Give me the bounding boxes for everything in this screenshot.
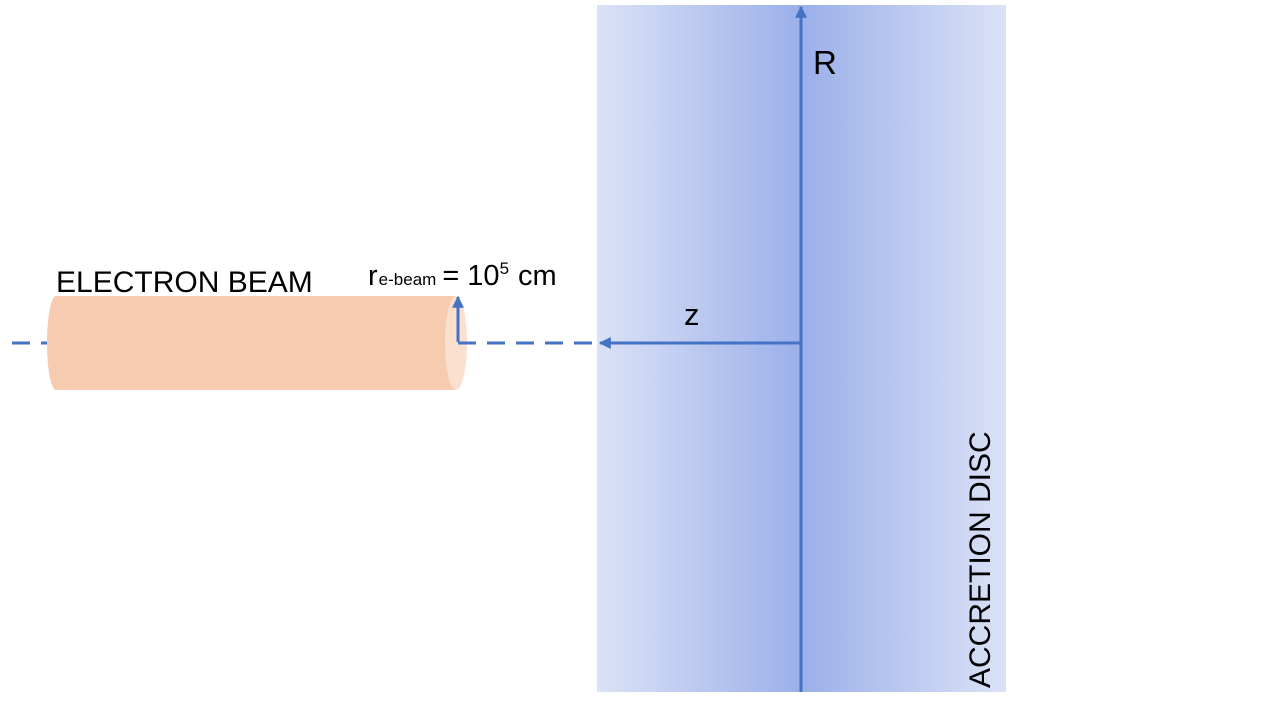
accretion-disc-label: ACCRETION DISC <box>964 431 997 688</box>
radius-equals: = 10 <box>442 260 499 292</box>
electron-beam-cylinder <box>47 296 456 390</box>
beam-radius-label: re-beam = 105 cm <box>368 259 557 292</box>
radius-symbol: r <box>368 260 378 292</box>
radius-unit: cm <box>518 260 557 292</box>
radius-exponent: 5 <box>500 259 509 278</box>
electron-beam-end-cap <box>445 296 467 390</box>
electron-beam-label: ELECTRON BEAM <box>56 266 313 299</box>
z-axis-label: z <box>684 297 700 332</box>
r-axis-label: R <box>813 44 837 81</box>
radius-subscript: e-beam <box>379 270 437 289</box>
